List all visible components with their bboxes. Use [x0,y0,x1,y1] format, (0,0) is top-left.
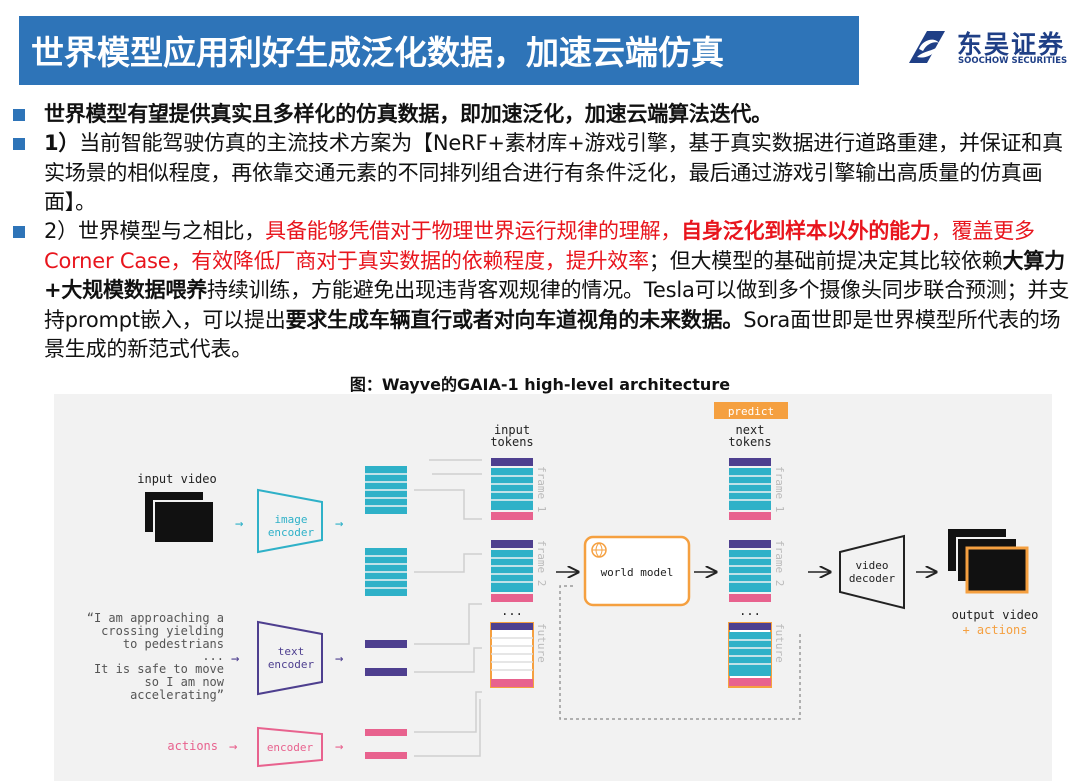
routing-lines [414,459,482,757]
text-encoder-shape [257,620,323,696]
next-ellipsis: ... [739,604,761,618]
bullet-marker [13,109,25,121]
arrow-icon: → [231,651,239,667]
autoregressive-loop [559,585,801,720]
next-frame-2-label: frame 2 [773,540,786,586]
next-token-column-frame1 [729,458,771,520]
text-prompt-line: crossing yielding [101,624,224,638]
arrow-icon: → [335,516,343,532]
next-tokens-label: tokens [728,435,771,449]
text-prompt-line: so I am now [145,675,225,689]
text-prompt-line: ... [202,649,224,663]
bullet-3-red-1: 具备能够凭借对于物理世界运行规律的理解， [265,219,682,243]
image-encoder-label: encoder [268,526,315,539]
next-tokens-label: next [736,423,765,437]
predict-label: predict [728,405,774,418]
bullet-3-red-2: ，覆盖更多Corner Case，有效降低厂商对于真实数据的依赖程度，提升效率 [44,219,1035,273]
frame-1-label: frame 1 [535,466,548,512]
bullet-3-bold-2: 要求生成车辆直行或者对向车道视角的未来数据。 [285,307,744,332]
world-model-box [583,535,691,607]
bullet-3-c: 持续训练，方能避免出现违背客观规律的情况。Tesla可以做到多个摄像头同步联合预… [44,278,1070,332]
frame-2-label: frame 2 [535,540,548,586]
future-label: future [535,623,548,663]
next-token-column-frame2 [729,540,771,602]
input-tokens-label: tokens [490,435,533,449]
action-token [365,729,407,736]
output-video-frame-predicted [965,546,1029,594]
text-prompt-line: to pedestrians [123,637,224,651]
input-token-column-frame2 [491,540,533,602]
input-tokens-label: input [494,423,530,437]
video-decoder-label: video [855,559,888,572]
bullet-2-body: 当前智能驾驶仿真的主流技术方案为【NeRF+素材库+游戏引擎，基于真实数据进行道… [44,131,1063,214]
bullet-marker [13,226,25,238]
bullet-marker [13,138,25,150]
text-prompt-line: “I am approaching a [87,611,224,625]
arrow-icon: → [335,739,343,755]
input-token-column-future [490,622,534,688]
world-model-label: world model [601,566,674,579]
input-video-label: input video [137,472,216,486]
architecture-figure: input video → image encoder → “I am appr… [54,394,1052,781]
architecture-diagram: input video → image encoder → “I am appr… [87,402,1039,768]
image-token-stack-2 [365,548,407,596]
text-prompt-line: It is safe to move [94,662,224,676]
page-title: 世界模型应用利好生成泛化数据，加速云端仿真 [31,33,724,72]
image-encoder-shape [257,488,323,554]
company-logo: 东吴证券 SOOCHOW SECURITIES [905,27,1075,77]
video-decoder-label: decoder [849,572,896,585]
logo-english-name: SOOCHOW SECURITIES [958,56,1068,66]
action-token [365,752,407,759]
arrow-icon: → [235,516,243,532]
output-actions-label: + actions [962,623,1027,637]
bullet-2-prefix: 1） [44,131,80,155]
bullet-2-text: 1）当前智能驾驶仿真的主流技术方案为【NeRF+素材库+游戏引擎，基于真实数据进… [44,129,1076,218]
text-token [365,668,407,676]
logo-chinese-name: 东吴证券 [957,30,1066,59]
next-frame-1-label: frame 1 [773,466,786,512]
next-future-label: future [773,623,786,663]
soochow-logo-icon [909,31,945,63]
bullet-3-text: 2）世界模型与之相比，具备能够凭借对于物理世界运行规律的理解，自身泛化到样本以外… [44,217,1076,365]
output-video-label: output video [952,608,1039,622]
image-token-stack-1 [365,466,407,514]
input-token-column-frame1 [491,458,533,520]
text-encoder-label: text [278,645,305,658]
text-prompt-line: accelerating” [130,688,224,702]
next-token-column-future [728,622,772,688]
input-video-frame [153,500,215,544]
image-encoder-label: image [274,513,307,526]
arrow-icon: → [335,651,343,667]
action-encoder-shape [257,726,323,768]
bullet-3-b: ；但大模型的基础前提决定其比较依赖 [648,248,1003,273]
bullet-3-a: 2）世界模型与之相比， [44,219,266,243]
bullet-1-text: 世界模型有望提供真实且多样化的仿真数据，即加速泛化，加速云端算法迭代。 [44,102,772,126]
arrow-icon: → [229,739,237,755]
predict-badge [714,402,788,419]
text-token [365,640,407,648]
action-encoder-label: encoder [267,741,314,754]
bullet-3-red-bold: 自身泛化到样本以外的能力 [681,219,931,243]
bullet-3-bold-1: 大算力+大规模数据喂养 [44,248,1065,303]
title-bar: 世界模型应用利好生成泛化数据，加速云端仿真 [19,16,859,85]
bullet-3-d: Sora面世即是世界模型所代表的场景生成的新范式代表。 [44,307,1061,362]
figure-caption: 图：Wayve的GAIA-1 high-level architecture [349,375,731,394]
actions-label: actions [167,739,218,753]
text-encoder-label: encoder [268,658,315,671]
video-decoder-shape [839,534,905,610]
input-ellipsis: ... [501,604,523,618]
